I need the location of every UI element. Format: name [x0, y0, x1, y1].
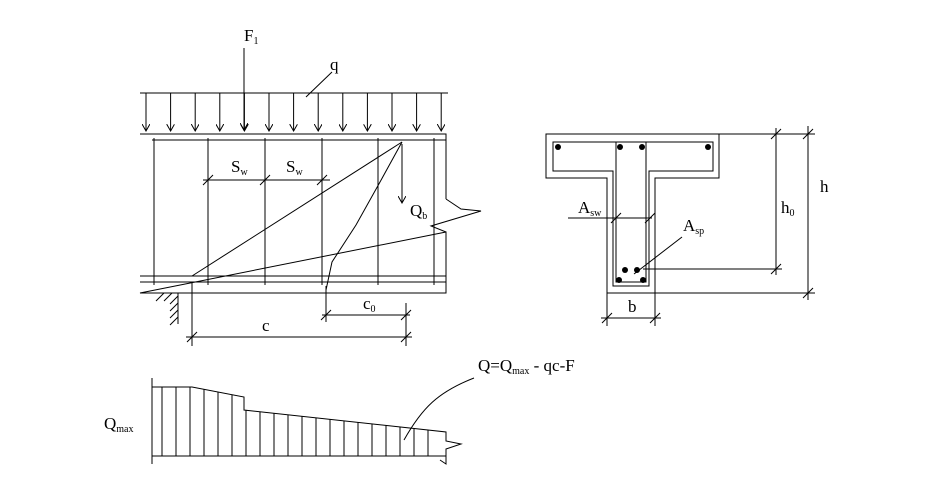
section-web-stirrup — [615, 141, 647, 283]
h-label: h — [820, 177, 829, 196]
top-bar — [705, 144, 711, 150]
asp-leader — [633, 236, 683, 275]
stirrups — [153, 138, 435, 285]
bottom-bar — [622, 267, 628, 273]
t-section: Asw Asp h0 h b — [545, 126, 829, 326]
shear-envelope — [152, 386, 463, 465]
sw-label-1: Sw — [231, 157, 248, 178]
top-bar — [639, 144, 645, 150]
bottom-bar — [640, 277, 646, 283]
shear-force-diagram: Qmax Q=Qmax - qc-F — [104, 356, 575, 465]
bottom-bar — [616, 277, 622, 283]
h0-label: h0 — [781, 198, 795, 219]
qmax-label: Qmax — [104, 414, 134, 435]
load-arrows — [146, 93, 441, 131]
formula-leader — [403, 377, 475, 441]
load-leader — [305, 71, 333, 98]
b-dimension: b — [601, 293, 661, 326]
qb-label: Qb — [410, 201, 427, 222]
load-label: q — [330, 55, 339, 74]
sw-label-2: Sw — [286, 157, 303, 178]
beam-outline — [139, 133, 447, 294]
inclined-crack-curve — [325, 141, 403, 291]
stirrup-spacing-dimension: Sw Sw — [202, 157, 330, 186]
b-label: b — [628, 297, 637, 316]
asw-label: Asw — [578, 198, 602, 219]
bottom-bar — [634, 267, 640, 273]
distributed-load — [140, 92, 448, 131]
h-dimension: h — [655, 126, 829, 300]
diagram-hatching — [161, 387, 429, 456]
beam-break-line — [429, 198, 482, 233]
shear-formula: Q=Qmax - qc-F — [478, 356, 575, 377]
section-flange-stirrup — [552, 141, 714, 287]
top-bar — [555, 144, 561, 150]
c0-dimension: c0 — [320, 286, 412, 346]
top-bar — [617, 144, 623, 150]
h0-dimension: h0 — [643, 128, 795, 275]
asw-leader: Asw — [568, 198, 656, 224]
c-dimension: c — [186, 282, 412, 346]
beam-elevation: F1 q Qb S — [139, 26, 482, 346]
inclined-crack-line — [191, 141, 403, 277]
c0-label: c0 — [363, 294, 376, 315]
c-label: c — [262, 316, 270, 335]
asp-label: Asp — [683, 216, 704, 237]
force-label: F1 — [244, 26, 258, 47]
fixed-support — [155, 292, 179, 326]
